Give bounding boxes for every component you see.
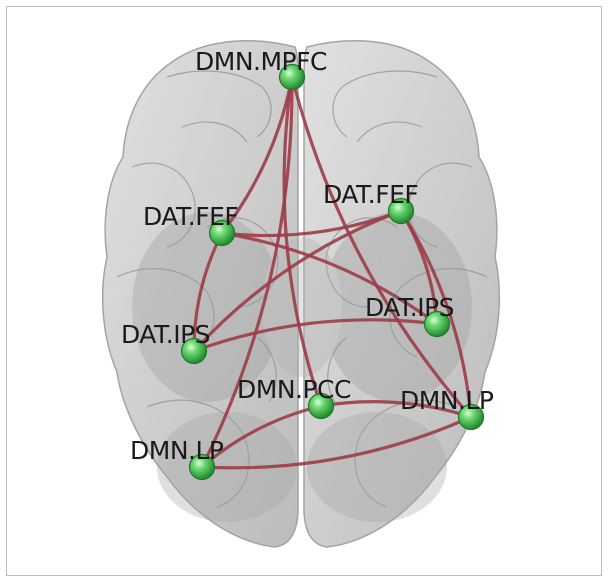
figure-frame: DMN.MPFC DAT.FEF DAT.FEF DAT.IPS DAT.IPS DMN.…: [6, 6, 602, 576]
node-label-dat_fef_r: DAT.FEF: [323, 180, 418, 209]
node-label-dmn_mpfc: DMN.MPFC: [195, 47, 327, 76]
node-label-dmn_pcc: DMN.PCC: [237, 375, 351, 404]
node-label-dat_fef_l: DAT.FEF: [143, 202, 238, 231]
brain-connectivity-diagram: DMN.MPFC DAT.FEF DAT.FEF DAT.IPS DAT.IPS DMN.…: [7, 7, 602, 576]
node-label-dmn_lp_l: DMN.LP: [130, 436, 224, 465]
node-label-dmn_lp_r: DMN.LP: [400, 386, 494, 415]
node-label-dat_ips_l: DAT.IPS: [121, 320, 210, 349]
node-label-dat_ips_r: DAT.IPS: [365, 293, 454, 322]
